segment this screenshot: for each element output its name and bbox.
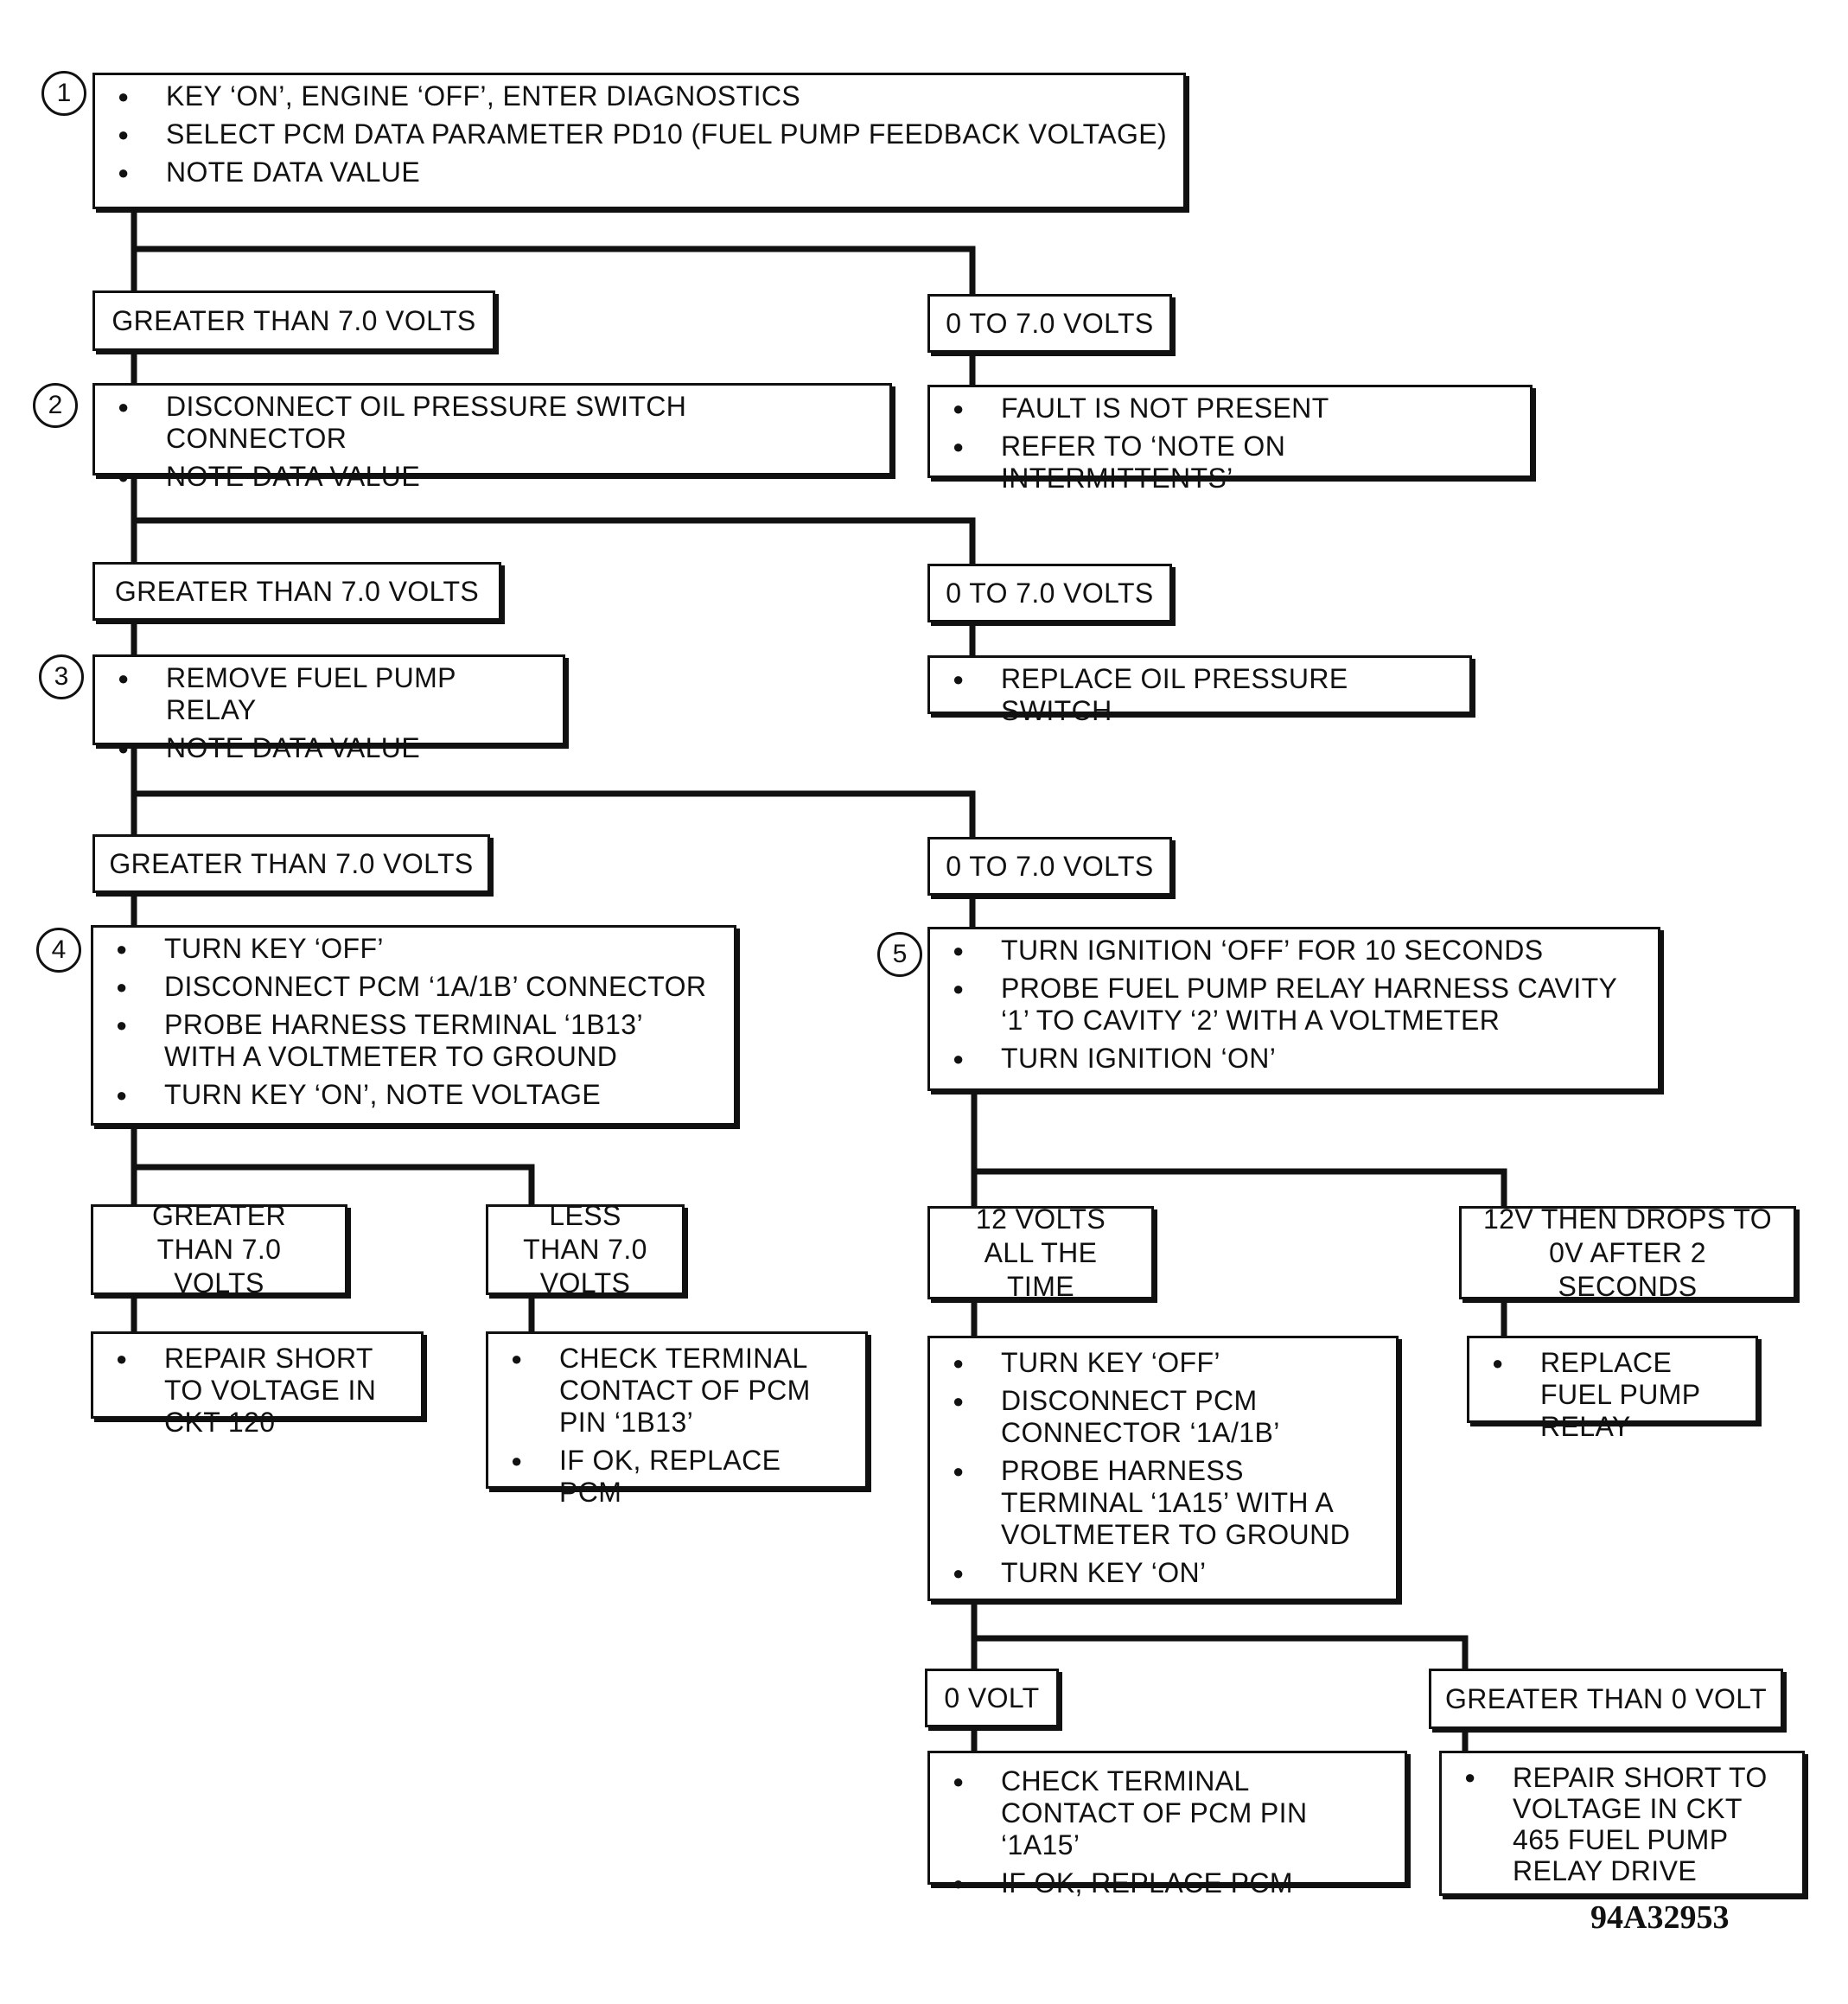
result-replace-relay: REPLACE FUEL PUMP RELAY [1467, 1336, 1758, 1442]
result-item: CHECK TERMINAL CONTACT OF PCM PIN ‘1B13’ [511, 1343, 850, 1439]
result-item: REPLACE FUEL PUMP RELAY [1492, 1347, 1740, 1443]
result-label-0-to-7v: 0 TO 7.0 VOLTS [927, 564, 1172, 622]
result-repair-short-ckt120: REPAIR SHORT TO VOLTAGE IN CKT 120 [91, 1331, 424, 1438]
step-4-item: TURN KEY ‘OFF’ [116, 933, 718, 965]
result-label-greater-than-7v: GREATER THAN 7.0 VOLTS [91, 1200, 347, 1299]
branch-line-4 [131, 1120, 535, 1208]
step-6-item: TURN KEY ‘OFF’ [953, 1347, 1380, 1379]
step-4-item: TURN KEY ‘ON’, NOTE VOLTAGE [116, 1079, 718, 1111]
step-6-item: DISCONNECT PCM CONNECTOR ‘1A/1B’ [953, 1385, 1380, 1449]
step-5-box: TURN IGNITION ‘OFF’ FOR 10 SECONDS PROBE… [927, 927, 1660, 1091]
result-item: REPAIR SHORT TO VOLTAGE IN CKT 120 [116, 1343, 405, 1439]
step-1-item: NOTE DATA VALUE [118, 156, 1168, 188]
result-label-0-to-7v: 0 TO 7.0 VOLTS [927, 294, 1172, 353]
result-label-greater-than-0-volt: GREATER THAN 0 VOLT [1429, 1669, 1783, 1729]
result-item: IF OK, REPLACE PCM [953, 1867, 1389, 1899]
step-5-item: PROBE FUEL PUMP RELAY HARNESS CAVITY ‘1’… [953, 973, 1642, 1037]
figure-id: 94A32953 [1590, 1899, 1730, 1936]
step-2-box: DISCONNECT OIL PRESSURE SWITCH CONNECTOR… [92, 383, 892, 493]
step-3-item: REMOVE FUEL PUMP RELAY [118, 662, 547, 726]
step-4-item: DISCONNECT PCM ‘1A/1B’ CONNECTOR [116, 971, 718, 1003]
result-repair-short-ckt465: REPAIR SHORT TO VOLTAGE IN CKT 465 FUEL … [1439, 1751, 1805, 1896]
step-2-item: NOTE DATA VALUE [118, 461, 874, 493]
step-5-item: TURN IGNITION ‘OFF’ FOR 10 SECONDS [953, 935, 1642, 967]
result-label-greater-than-7v: GREATER THAN 7.0 VOLTS [92, 834, 490, 893]
step-4-number: 4 [36, 928, 81, 973]
result-label-12v-drops-0v: 12V THEN DROPS TO 0V AFTER 2 SECONDS [1459, 1203, 1796, 1302]
result-item: FAULT IS NOT PRESENT [953, 393, 1514, 424]
step-1-number: 1 [41, 71, 86, 116]
result-label-less-than-7v: LESS THAN 7.0 VOLTS [486, 1200, 685, 1299]
step-1-box: KEY ‘ON’, ENGINE ‘OFF’, ENTER DIAGNOSTIC… [92, 73, 1186, 209]
result-item: IF OK, REPLACE PCM [511, 1445, 850, 1509]
step-1-item: SELECT PCM DATA PARAMETER PD10 (FUEL PUM… [118, 118, 1168, 150]
step-4-box: TURN KEY ‘OFF’ DISCONNECT PCM ‘1A/1B’ CO… [91, 925, 736, 1126]
step-2-item: DISCONNECT OIL PRESSURE SWITCH CONNECTOR [118, 391, 874, 455]
result-item: REFER TO ‘NOTE ON INTERMITTENTS’ [953, 431, 1514, 495]
step-5-number: 5 [877, 932, 922, 977]
step-2-number: 2 [33, 383, 78, 428]
step-3-number: 3 [39, 654, 84, 699]
step-1-list: KEY ‘ON’, ENGINE ‘OFF’, ENTER DIAGNOSTIC… [118, 80, 1168, 188]
branch-line-1 [131, 204, 976, 297]
result-item: CHECK TERMINAL CONTACT OF PCM PIN ‘1A15’ [953, 1765, 1389, 1861]
result-label-0-to-7v: 0 TO 7.0 VOLTS [927, 837, 1172, 896]
result-label-12v-all-time: 12 VOLTS ALL THE TIME [927, 1203, 1154, 1302]
result-replace-oil-switch: REPLACE OIL PRESSURE SWITCH [927, 655, 1472, 726]
step-1-item: KEY ‘ON’, ENGINE ‘OFF’, ENTER DIAGNOSTIC… [118, 80, 1168, 112]
step-6-item: TURN KEY ‘ON’ [953, 1557, 1380, 1589]
step-4-item: PROBE HARNESS TERMINAL ‘1B13’ WITH A VOL… [116, 1009, 718, 1073]
result-label-0-volt: 0 VOLT [925, 1669, 1059, 1727]
result-check-pin-1b13: CHECK TERMINAL CONTACT OF PCM PIN ‘1B13’… [486, 1331, 868, 1508]
step-5-item: TURN IGNITION ‘ON’ [953, 1043, 1642, 1075]
result-item: REPAIR SHORT TO VOLTAGE IN CKT 465 FUEL … [1464, 1762, 1787, 1886]
step-6-item: PROBE HARNESS TERMINAL ‘1A15’ WITH A VOL… [953, 1455, 1380, 1551]
result-fault-not-present: FAULT IS NOT PRESENT REFER TO ‘NOTE ON I… [927, 385, 1533, 494]
result-check-pin-1a15: CHECK TERMINAL CONTACT OF PCM PIN ‘1A15’… [927, 1751, 1407, 1899]
branch-line-5 [971, 1086, 1507, 1209]
step-3-item: NOTE DATA VALUE [118, 732, 547, 764]
result-label-greater-than-7v: GREATER THAN 7.0 VOLTS [92, 562, 501, 621]
step-3-box: REMOVE FUEL PUMP RELAY NOTE DATA VALUE [92, 654, 565, 764]
branch-line-6 [971, 1596, 1469, 1672]
result-label-greater-than-7v: GREATER THAN 7.0 VOLTS [92, 290, 495, 351]
result-item: REPLACE OIL PRESSURE SWITCH [953, 663, 1454, 727]
step-6-box: TURN KEY ‘OFF’ DISCONNECT PCM CONNECTOR … [927, 1336, 1399, 1601]
